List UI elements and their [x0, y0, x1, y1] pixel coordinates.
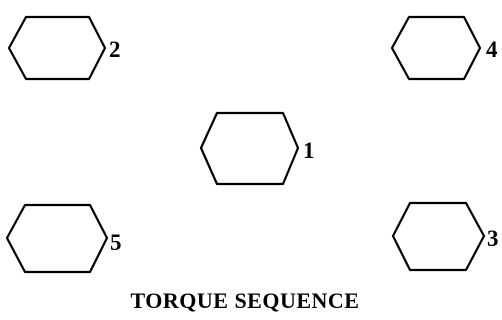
bolt-4-number: 4 — [486, 37, 498, 62]
bolt-3-number: 3 — [487, 226, 499, 251]
bolt-5-number: 5 — [110, 230, 122, 255]
bolt-2: 2 — [7, 15, 121, 81]
bolt-2-hexagon — [7, 15, 107, 81]
bolt-1-hexagon — [199, 111, 300, 186]
bolt-5: 5 — [5, 203, 122, 274]
bolt-1-number: 1 — [303, 138, 315, 163]
bolt-4: 4 — [390, 15, 498, 81]
bolt-3: 3 — [391, 201, 499, 272]
bolt-1: 1 — [199, 111, 315, 186]
bolt-4-hexagon — [390, 15, 482, 81]
bolt-5-hexagon — [5, 203, 109, 274]
diagram-caption: TORQUE SEQUENCE — [131, 288, 360, 313]
bolt-3-hexagon — [391, 201, 486, 272]
bolt-2-number: 2 — [109, 37, 121, 62]
